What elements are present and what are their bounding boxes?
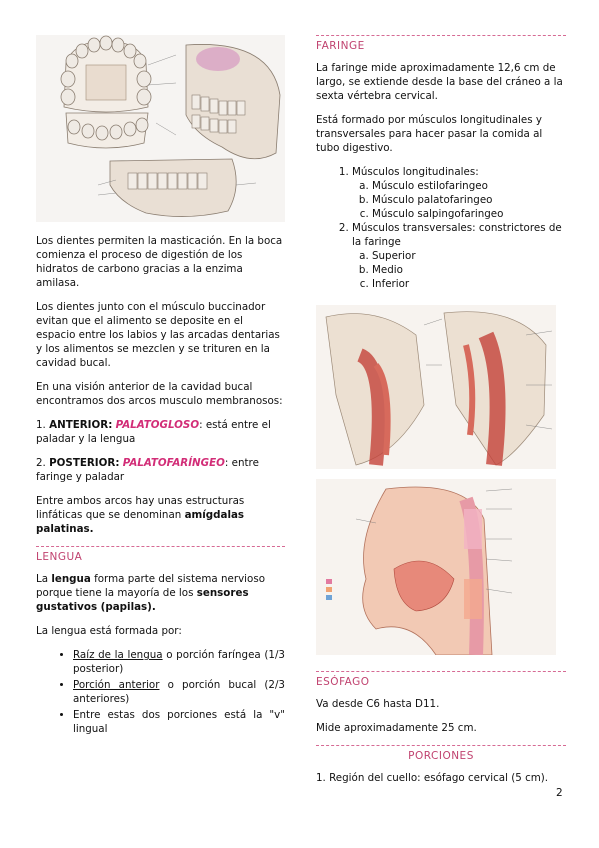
transversal-muscles-label: Músculos transversales: constrictores de… (352, 222, 562, 248)
list-item: Músculo palatofaringeo (372, 193, 566, 207)
paragraph-lengua-parts: La lengua está formada por: (36, 625, 182, 637)
list-item: Inferior (372, 277, 566, 291)
paragraph-buccinator: Los dientes junto con el músculo buccina… (36, 301, 280, 369)
page-number: 2 (556, 787, 563, 799)
root-term: Raíz de la lengua (73, 649, 163, 661)
arc-anterior-description: : está entre el paladar y la lengua (36, 419, 271, 445)
list-item: Músculo estilofaringeo (372, 179, 566, 193)
paragraph-lengua: La lengua forma parte del sistema nervio… (36, 572, 285, 614)
arc-posterior-name: PALATOFARÍNGEO (122, 457, 225, 469)
longitudinal-muscles-list: Músculo estilofaringeo Músculo palatofar… (352, 179, 566, 221)
list-item: Músculos transversales: constrictores de… (352, 221, 566, 291)
paragraph-faringe-muscles: Está formado por músculos longitudinales… (316, 114, 543, 154)
arc-posterior-label: POSTERIOR: (49, 457, 120, 469)
paragraph-esofago-length: Mide aproximadamente 25 cm. (316, 722, 477, 734)
paragraph-teeth-digestion: Los dientes permiten la masticación. En … (36, 235, 283, 289)
arc-posterior: 2. POSTERIOR: PALATOFARÍNGEO: entre fari… (36, 456, 285, 484)
section-divider-lengua (36, 546, 285, 547)
transversal-muscles-list: Superior Medio Inferior (352, 249, 566, 291)
paragraph-esofago-range: Va desde C6 hasta D11. (316, 698, 440, 710)
muscle-list: Músculos longitudinales: Músculo estilof… (316, 165, 566, 291)
pharynx-sagittal-figure (316, 479, 556, 655)
anterior-term: Porción anterior (73, 679, 160, 691)
teeth-anatomy-figure (36, 35, 285, 222)
paragraph-anterior-view: En una visión anterior de la cavidad buc… (36, 381, 283, 407)
anterior-description: o porción bucal (2/3 anteriores) (73, 679, 285, 705)
section-divider-faringe (316, 35, 566, 36)
longitudinal-muscles-label: Músculos longitudinales: (352, 166, 479, 178)
paragraph-faringe-length: La faringe mide aproximadamente 12,6 cm … (316, 62, 563, 102)
right-column: FARINGE La faringe mide aproximadamente … (316, 35, 566, 795)
arc-anterior-label: ANTERIOR: (49, 419, 113, 431)
paragraph-porciones: 1. Región del cuello: esófago cervical (… (316, 772, 549, 784)
list-item: Entre estas dos porciones está la "v" li… (73, 708, 285, 736)
arc-posterior-number: 2. (36, 457, 50, 469)
arc-posterior-description: : entre faringe y paladar (36, 457, 259, 483)
section-heading-lengua: LENGUA (36, 551, 83, 563)
tonsils-text: Entre ambos arcos hay unas estructuras l… (36, 495, 245, 521)
left-column: Los dientes permiten la masticación. En … (36, 35, 285, 738)
lengua-text-c: forma parte del sistema nervioso porque … (36, 573, 266, 599)
list-item: Músculo salpingofaringeo (372, 207, 566, 221)
section-heading-faringe: FARINGE (316, 40, 365, 52)
tonsils-term: amígdalas palatinas. (36, 509, 245, 535)
arc-anterior: 1. ANTERIOR: PALATOGLOSO: está entre el … (36, 418, 285, 446)
lengua-sensors-term: sensores gustativos (papilas). (36, 587, 249, 613)
arc-anterior-name: PALATOGLOSO (115, 419, 200, 431)
arc-anterior-number: 1. (36, 419, 50, 431)
lengua-term: lengua (51, 573, 91, 585)
root-description: o porción faríngea (1/3 posterior) (73, 649, 285, 675)
list-item: Porción anterior o porción bucal (2/3 an… (73, 678, 285, 706)
list-item: Medio (372, 263, 566, 277)
section-divider-porciones (316, 745, 566, 746)
list-item: Superior (372, 249, 566, 263)
list-item: Músculos longitudinales: Músculo estilof… (352, 165, 566, 221)
paragraph-tonsils: Entre ambos arcos hay unas estructuras l… (36, 494, 285, 536)
section-heading-porciones: PORCIONES (408, 750, 474, 762)
list-item: Raíz de la lengua o porción faríngea (1/… (73, 648, 285, 676)
pharynx-muscles-figure (316, 305, 556, 469)
lengua-parts-list: Raíz de la lengua o porción faríngea (1/… (36, 648, 285, 736)
section-heading-esofago: ESÓFAGO (316, 676, 370, 688)
lengua-text-a: La (36, 573, 52, 585)
section-divider-esofago (316, 671, 566, 672)
